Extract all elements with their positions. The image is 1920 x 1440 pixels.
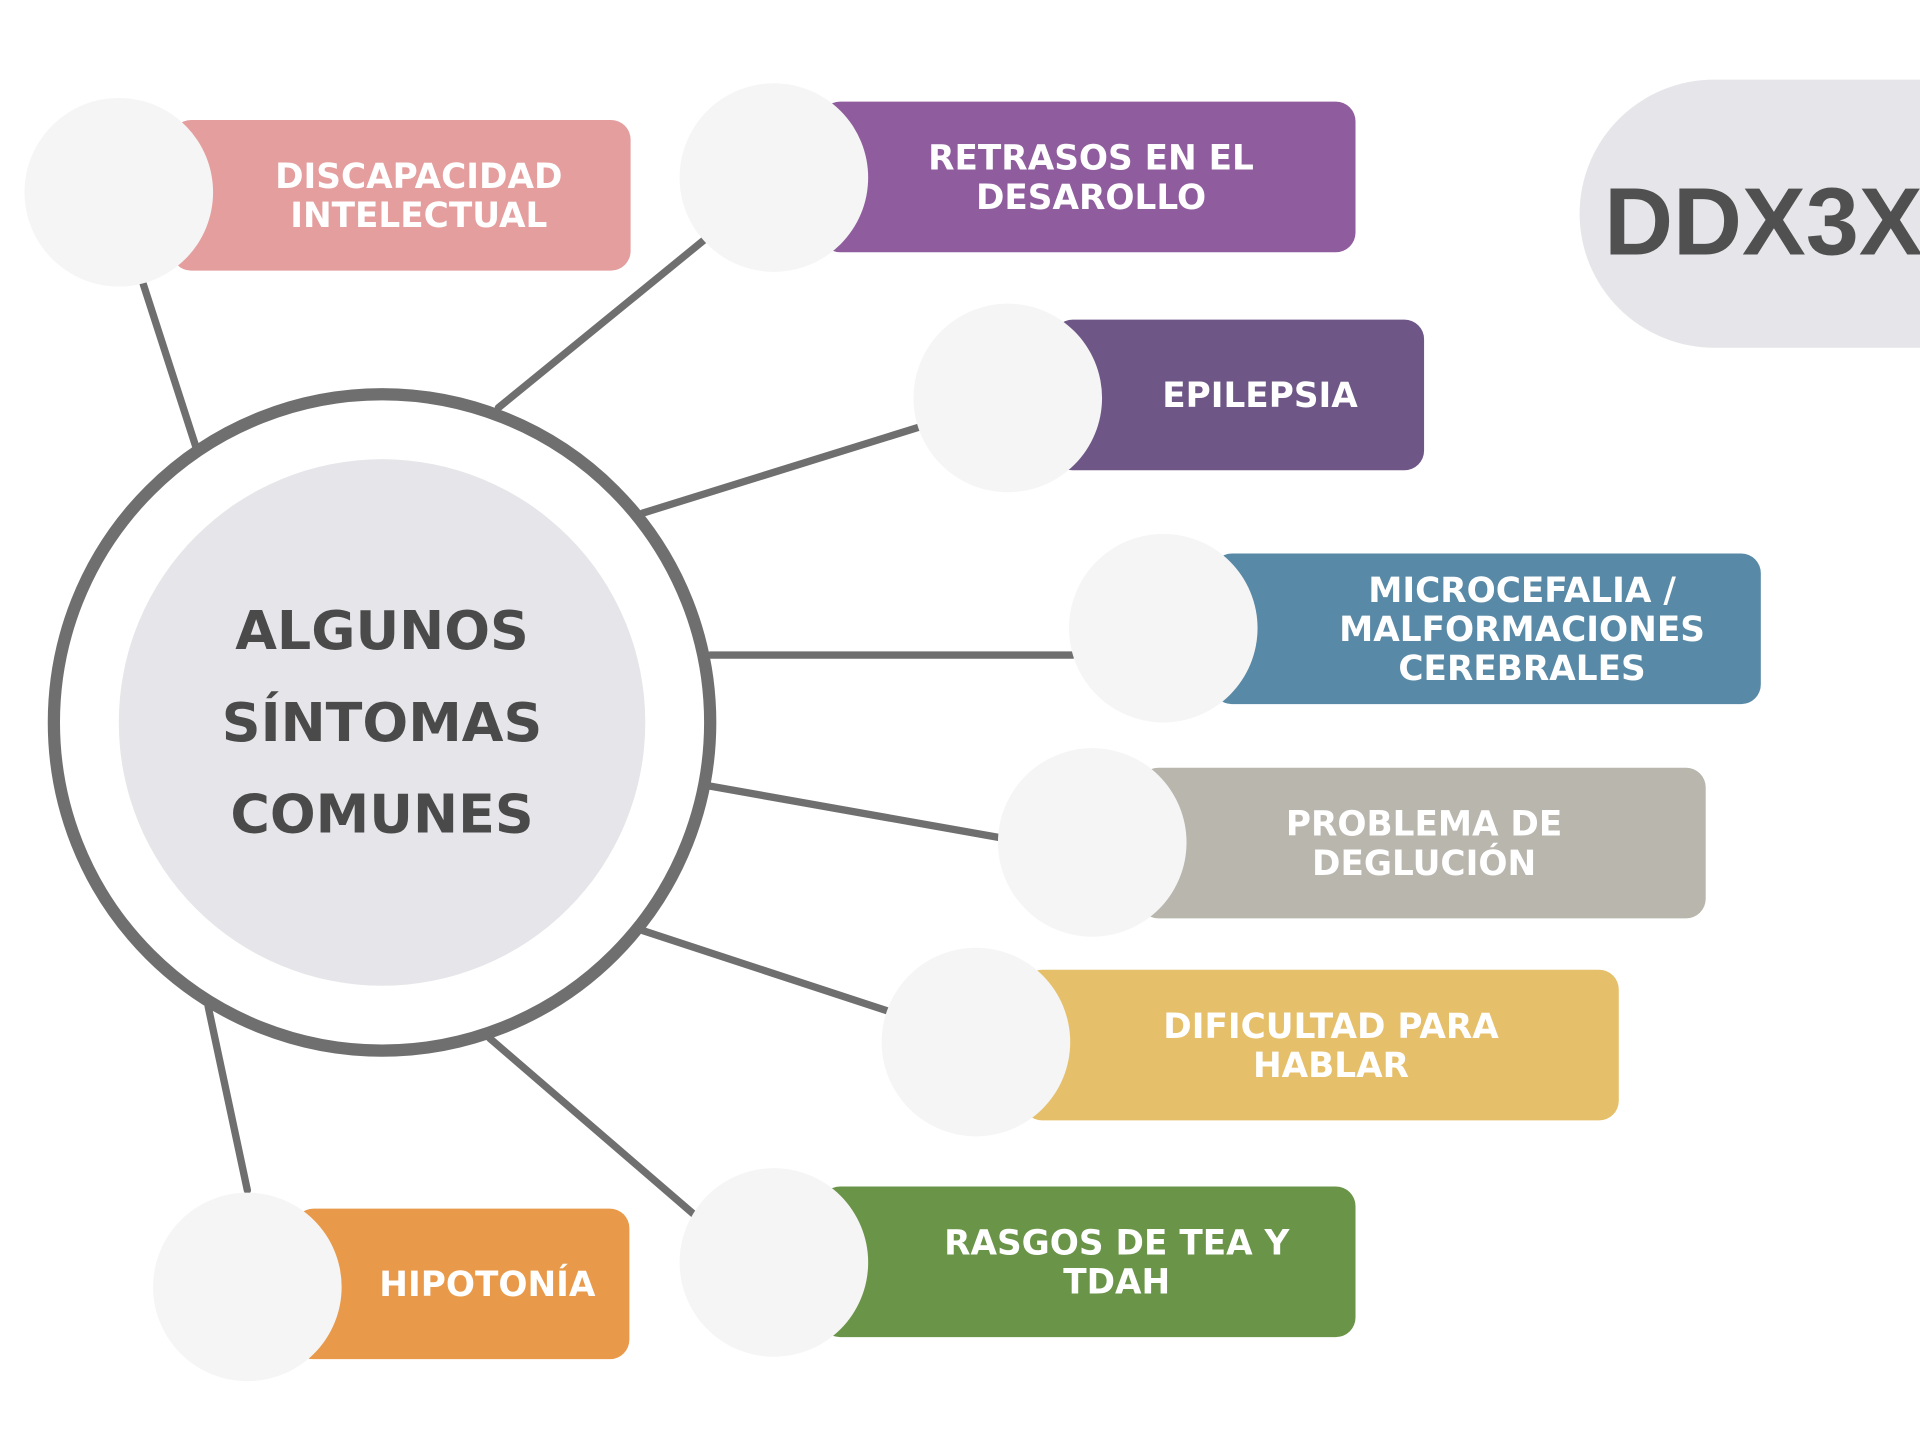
center-node: ALGUNOS SÍNTOMAS COMUNES <box>47 388 717 1057</box>
symptom-text: PROBLEMA DE <box>1286 805 1562 845</box>
symptom-text: DESAROLLO <box>976 178 1206 218</box>
center-line: SÍNTOMAS <box>222 691 543 754</box>
symptom-text: MICROCEFALIA / <box>1368 571 1676 611</box>
symptom-circle <box>1068 533 1258 723</box>
symptom-text: DEGLUCIÓN <box>1312 843 1536 884</box>
symptom-label-box <box>171 120 631 271</box>
symptom-label-box <box>1138 767 1706 919</box>
symptom-label-box <box>820 1186 1356 1338</box>
symptom-circle <box>881 947 1071 1137</box>
symptom-circle <box>24 97 214 287</box>
symptom-text: HIPOTONÍA <box>379 1264 596 1305</box>
symptom-circle <box>679 1168 869 1357</box>
symptom-text: RETRASOS EN EL <box>928 139 1254 179</box>
symptom-text: TDAH <box>1063 1263 1170 1303</box>
symptom-label-box <box>1022 969 1619 1121</box>
center-line: ALGUNOS <box>235 599 529 662</box>
connector-lines <box>139 236 1077 1219</box>
symptom-text: DISCAPACIDAD <box>275 157 562 197</box>
symptom-label-box <box>293 1208 630 1360</box>
center-line: COMUNES <box>230 783 533 846</box>
symptom-circle <box>679 83 869 272</box>
symptom-text: DIFICULTAD PARA <box>1163 1007 1499 1047</box>
symptom-label-box <box>820 101 1356 253</box>
symptom-node: EPILEPSIA <box>913 303 1425 493</box>
symptom-text: CEREBRALES <box>1398 649 1645 689</box>
symptom-circle <box>913 303 1103 493</box>
symptom-circle <box>153 1192 342 1382</box>
symptom-circle <box>997 748 1187 937</box>
symptom-text: EPILEPSIA <box>1162 376 1358 416</box>
symptom-node: HIPOTONÍA <box>153 1192 630 1382</box>
symptom-text: HABLAR <box>1253 1046 1409 1086</box>
symptom-label-box <box>1212 553 1761 705</box>
symptom-text: MALFORMACIONES <box>1339 610 1705 650</box>
symptom-text: INTELECTUAL <box>290 196 547 236</box>
symptom-label-box <box>1053 319 1425 471</box>
title-text: DDX3X <box>1604 170 1920 276</box>
symptom-text: RASGOS DE TEA Y <box>944 1223 1290 1263</box>
title-pill: DDX3X <box>1579 79 1920 348</box>
